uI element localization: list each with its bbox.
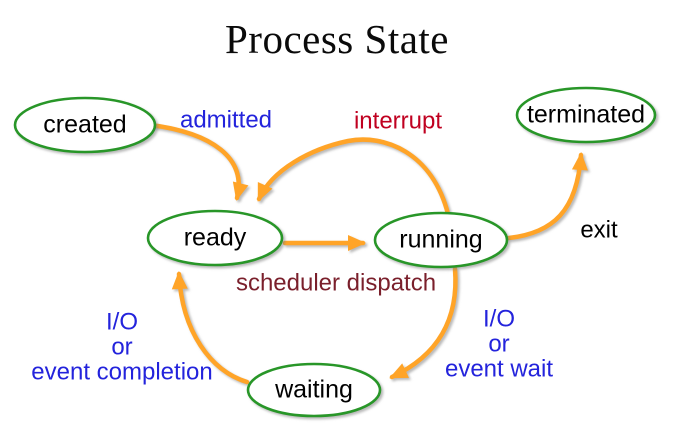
transition-label-io-event-completion: I/O or event completion <box>31 310 212 385</box>
label-line: event wait <box>444 355 554 383</box>
transition-label-interrupt: interrupt <box>353 107 443 135</box>
label-line: or <box>488 330 510 358</box>
transition-label-io-event-wait: I/O or event wait <box>445 307 553 382</box>
arrow-interrupt <box>256 137 451 217</box>
state-label-running: running <box>399 225 483 254</box>
state-ready-ellipse <box>146 209 284 267</box>
state-created-ellipse <box>13 96 157 154</box>
transition-label-exit: exit <box>580 216 618 244</box>
state-label-created: created <box>43 110 127 139</box>
arrow-io-event-wait <box>389 266 458 380</box>
state-label-waiting: waiting <box>275 375 353 404</box>
state-label-ready: ready <box>183 223 247 252</box>
label-line: I/O <box>105 308 139 336</box>
arrow-io-event-completion <box>171 271 250 385</box>
label-line: I/O <box>482 305 515 333</box>
arrow-exit <box>506 152 588 241</box>
state-terminated-ellipse <box>515 86 657 144</box>
state-label-terminated: terminated <box>526 100 646 129</box>
transition-label-admitted: admitted <box>179 106 273 134</box>
arrow-admitted <box>148 122 249 201</box>
label-line: or <box>111 333 133 361</box>
state-running-ellipse <box>373 211 509 269</box>
label-line: event completion <box>31 358 213 386</box>
transition-label-scheduler-dispatch: scheduler dispatch <box>235 269 437 297</box>
page-title: Process State <box>225 16 449 62</box>
state-waiting-ellipse <box>246 362 382 418</box>
